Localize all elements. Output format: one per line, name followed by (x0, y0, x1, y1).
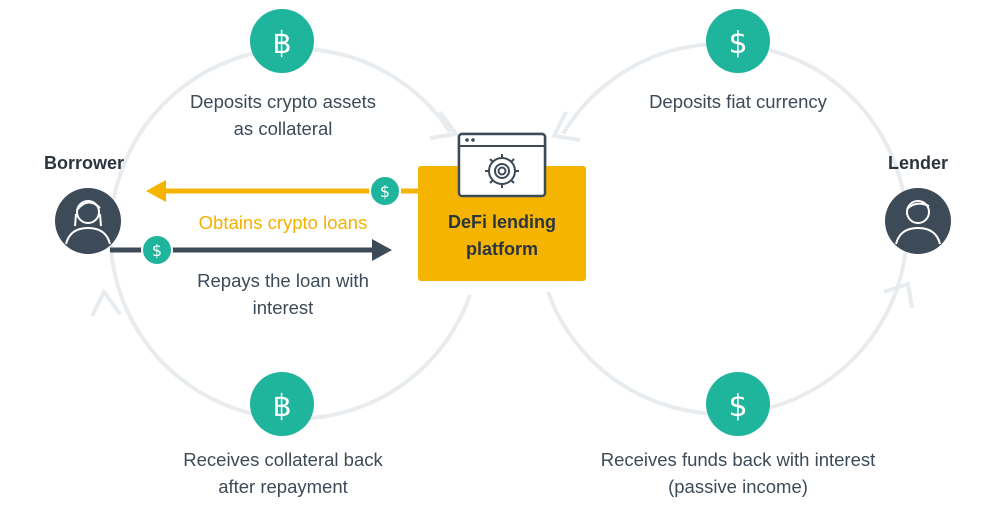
svg-text:$: $ (152, 241, 162, 260)
bitcoin-icon: ฿ (250, 9, 314, 73)
lender-avatar-icon (885, 188, 951, 254)
receive-funds-line2: (passive income) (668, 476, 808, 497)
loop-arrowhead-top-right (550, 111, 581, 142)
obtain-loans-line1: Obtains crypto loans (198, 212, 368, 233)
receive-collateral-line2: after repayment (218, 476, 348, 497)
gear-icon (485, 154, 519, 188)
platform-label-line1: DeFi lending (448, 212, 556, 232)
lender-deposit-line1: Deposits fiat currency (649, 91, 827, 112)
borrower-avatar-icon (55, 188, 121, 254)
obtain-loans-text: Obtains crypto loans (170, 209, 396, 236)
borrower-loop-path (108, 46, 472, 421)
receive-collateral-line1: Receives collateral back (183, 449, 383, 470)
borrower-label: Borrower (44, 153, 125, 173)
loop-arrowhead-bottom-right (883, 281, 914, 309)
receive-collateral-text: Receives collateral back after repayment (150, 446, 416, 500)
receive-funds-text: Receives funds back with interest (passi… (570, 446, 906, 500)
platform-label-line2: platform (466, 239, 538, 259)
svg-text:฿: ฿ (272, 26, 291, 61)
dollar-icon: $ (141, 234, 173, 266)
svg-text:฿: ฿ (272, 389, 291, 424)
lender-label: Lender (888, 153, 949, 173)
svg-text:$: $ (380, 182, 390, 201)
repay-loan-line1: Repays the loan with (197, 270, 369, 291)
dollar-icon: $ (706, 372, 770, 436)
borrower-deposit-text: Deposits crypto assets as collateral (152, 88, 414, 142)
loop-arrowhead-top-left (429, 110, 460, 140)
borrower-deposit-line2: as collateral (233, 118, 333, 139)
lender-deposit-text: Deposits fiat currency (590, 88, 886, 115)
loop-arrowhead-bottom-left (90, 288, 122, 317)
platform-label: DeFi lending platform (418, 209, 586, 263)
repay-loan-text: Repays the loan with interest (160, 267, 406, 321)
repay-loan-line2: interest (252, 297, 314, 318)
svg-text:$: $ (728, 26, 747, 61)
bitcoin-icon: ฿ (250, 372, 314, 436)
receive-funds-line1: Receives funds back with interest (600, 449, 876, 470)
borrower-loop (108, 46, 472, 421)
svg-text:$: $ (728, 389, 747, 424)
borrower-deposit-line1: Deposits crypto assets (189, 91, 377, 112)
dollar-icon: $ (706, 9, 770, 73)
